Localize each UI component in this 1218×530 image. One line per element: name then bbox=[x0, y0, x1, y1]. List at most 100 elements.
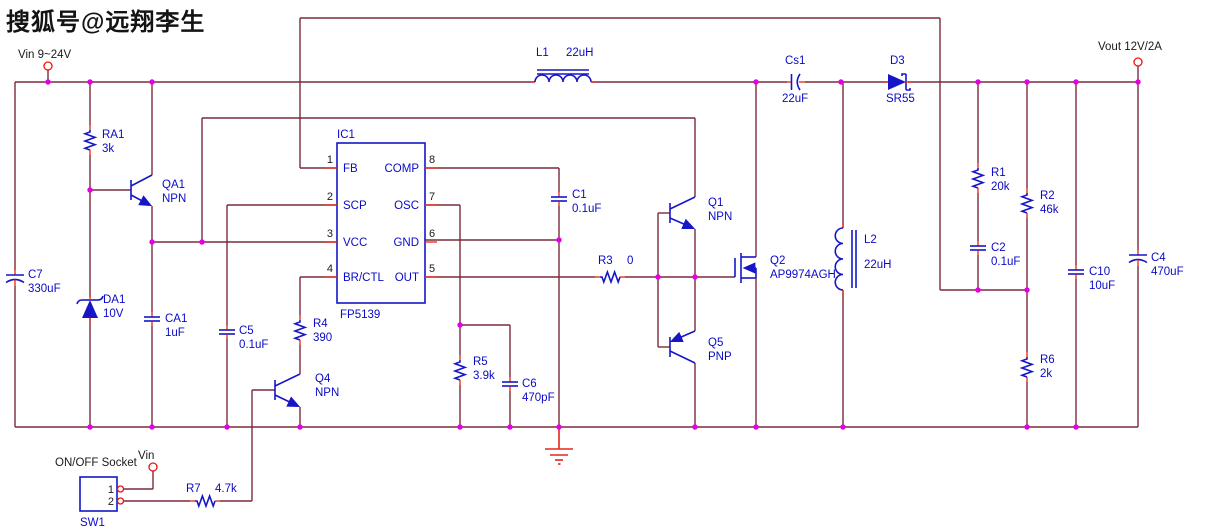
net-labels: Vin 9~24V Vout 12V/2A ON/OFF Socket Vin bbox=[18, 41, 1162, 469]
capacitor-C6 bbox=[501, 376, 519, 392]
label-C6-ref: C6 bbox=[522, 378, 537, 390]
resistor-R5 bbox=[454, 354, 466, 386]
label-Q5-ref: Q5 bbox=[708, 337, 723, 349]
label-R2-val: 46k bbox=[1040, 204, 1059, 216]
label-L2-val: 22uH bbox=[864, 259, 892, 271]
switch-vin-terminal bbox=[148, 462, 158, 472]
label-D3-val: SR55 bbox=[886, 93, 915, 105]
label-R1-ref: R1 bbox=[991, 167, 1006, 179]
sw1-pin1-number: 1 bbox=[108, 484, 114, 496]
vout-net-label: Vout 12V/2A bbox=[1098, 41, 1162, 53]
inductor-L1 bbox=[531, 69, 595, 83]
label-CA1-ref: CA1 bbox=[165, 313, 187, 325]
diode-D3 bbox=[884, 73, 912, 91]
capacitor-C1 bbox=[550, 191, 568, 207]
ic-pin7-number: 7 bbox=[429, 191, 435, 203]
wires bbox=[14, 17, 1139, 502]
transistor-Q4 bbox=[274, 373, 301, 408]
label-Q4-val: NPN bbox=[315, 387, 339, 399]
label-C1-val: 0.1uF bbox=[572, 203, 601, 215]
label-RA1-ref: RA1 bbox=[102, 129, 124, 141]
component-labels: C7 330uF RA1 3k QA1 NPN DA1 10V CA1 1uF … bbox=[28, 47, 1184, 529]
ic-pin-gnd-label: GND bbox=[393, 237, 419, 249]
label-R1-val: 20k bbox=[991, 181, 1010, 193]
capacitor-C7 bbox=[5, 269, 25, 287]
label-Q2-ref: Q2 bbox=[770, 255, 785, 267]
label-Cs1-ref: Cs1 bbox=[785, 55, 805, 67]
capacitor-C10 bbox=[1067, 264, 1085, 280]
label-C6-val: 470pF bbox=[522, 392, 555, 404]
ic-pin-scp-label: SCP bbox=[343, 200, 367, 212]
resistor-R4 bbox=[294, 314, 306, 346]
label-R4-val: 390 bbox=[313, 332, 332, 344]
switch-SW1: 1 2 bbox=[79, 476, 125, 512]
label-C4-ref: C4 bbox=[1151, 252, 1166, 264]
label-R7-ref: R7 bbox=[186, 483, 201, 495]
resistor-R7 bbox=[189, 495, 221, 507]
vout-terminal bbox=[1133, 57, 1143, 67]
ic-pin-comp-label: COMP bbox=[385, 163, 420, 175]
mosfet-Q2 bbox=[734, 253, 757, 283]
label-C5-val: 0.1uF bbox=[239, 339, 268, 351]
label-C2-ref: C2 bbox=[991, 242, 1006, 254]
ic-part-label: FP5139 bbox=[340, 309, 380, 321]
capacitor-C4 bbox=[1128, 249, 1148, 267]
ic-pin-vcc-label: VCC bbox=[343, 237, 367, 249]
label-R7-val: 4.7k bbox=[215, 483, 237, 495]
label-Q1-val: NPN bbox=[708, 211, 732, 223]
capacitor-CA1 bbox=[143, 311, 161, 327]
zener-DA1 bbox=[76, 295, 104, 322]
label-Q4-ref: Q4 bbox=[315, 373, 331, 385]
ic-fp5139: IC1 FP5139 1 2 3 4 8 7 6 5 FB SCP VCC BR… bbox=[325, 129, 437, 321]
label-Q5-val: PNP bbox=[708, 351, 732, 363]
ic-pin2-number: 2 bbox=[327, 191, 333, 203]
label-CA1-val: 1uF bbox=[165, 327, 185, 339]
label-L1-val: 22uH bbox=[566, 47, 594, 59]
ic-pin5-number: 5 bbox=[429, 263, 435, 275]
label-C1-ref: C1 bbox=[572, 189, 587, 201]
label-C10-val: 10uF bbox=[1089, 280, 1115, 292]
ic-pin-osc-label: OSC bbox=[394, 200, 419, 212]
inductor-L2 bbox=[834, 224, 857, 294]
ic-pin-out-label: OUT bbox=[395, 272, 419, 284]
ground-symbol bbox=[545, 427, 573, 465]
label-SW1-ref: SW1 bbox=[80, 517, 105, 529]
label-C7-ref: C7 bbox=[28, 269, 43, 281]
label-QA1-ref: QA1 bbox=[162, 179, 185, 191]
label-R4-ref: R4 bbox=[313, 318, 328, 330]
label-R5-ref: R5 bbox=[473, 356, 488, 368]
label-R6-val: 2k bbox=[1040, 368, 1052, 380]
ic-pin8-number: 8 bbox=[429, 154, 435, 166]
capacitor-C5 bbox=[218, 324, 236, 340]
label-C7-val: 330uF bbox=[28, 283, 61, 295]
label-R2-ref: R2 bbox=[1040, 190, 1055, 202]
onoff-socket-label: ON/OFF Socket bbox=[55, 457, 138, 469]
label-D3-ref: D3 bbox=[890, 55, 905, 67]
label-L1-ref: L1 bbox=[536, 47, 549, 59]
resistor-RA1 bbox=[84, 124, 96, 156]
label-QA1-val: NPN bbox=[162, 193, 186, 205]
ic-ref-label: IC1 bbox=[337, 129, 355, 141]
watermark-text: 搜狐号@远翔李生 bbox=[6, 9, 206, 36]
resistor-R2 bbox=[1021, 187, 1033, 219]
ic-pin1-number: 1 bbox=[327, 154, 333, 166]
label-Q1-ref: Q1 bbox=[708, 197, 723, 209]
ic-pin6-number: 6 bbox=[429, 228, 435, 240]
label-RA1-val: 3k bbox=[102, 143, 114, 155]
transistor-Q1 bbox=[669, 196, 696, 229]
label-Q2-val: AP9974AGH bbox=[770, 269, 836, 281]
label-L2-ref: L2 bbox=[864, 234, 877, 246]
capacitor-Cs1 bbox=[787, 73, 805, 91]
label-R3-val: 0 bbox=[627, 255, 633, 267]
vin-net-label: Vin 9~24V bbox=[18, 49, 72, 61]
ic-pin4-number: 4 bbox=[327, 263, 333, 275]
switch-vin-label: Vin bbox=[138, 450, 154, 462]
transistor-QA1 bbox=[130, 174, 153, 207]
label-R3-ref: R3 bbox=[598, 255, 613, 267]
label-DA1-val: 10V bbox=[103, 308, 124, 320]
sw1-pin2-number: 2 bbox=[108, 496, 114, 508]
ic-pin-fb-label: FB bbox=[343, 163, 358, 175]
junction-dots bbox=[45, 79, 1141, 430]
resistor-R3 bbox=[594, 271, 626, 283]
